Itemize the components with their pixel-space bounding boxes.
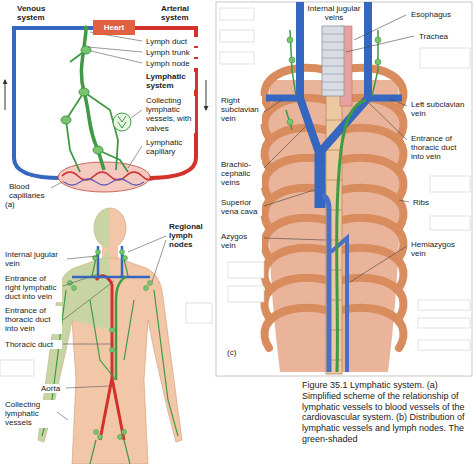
blood-capillaries: [64, 179, 144, 185]
part-label: Internal jugular vein: [4, 250, 66, 268]
flow-arrow: [206, 80, 207, 110]
thorax-view: [216, 2, 472, 376]
part-label: Brachio-cephalic veins: [220, 160, 262, 188]
hemiazygos-vein: [331, 238, 347, 372]
part-label: Entrance of right lymphatic duct into ve…: [4, 274, 62, 302]
leader-line: [57, 236, 166, 420]
circulation-scheme: [5, 26, 206, 193]
lymph-node: [93, 146, 103, 154]
system-label: Venous system: [16, 4, 56, 22]
jugular-vein: [300, 2, 368, 98]
thoracic-duct: [116, 277, 126, 380]
figure-caption: Figure 35.1 Lymphatic system. (a) Simpli…: [302, 380, 470, 445]
part-label: Lymphatic capillary: [145, 138, 193, 156]
part-label: Internal jugular veins: [306, 4, 362, 22]
part-label: Ribs: [412, 198, 432, 207]
trachea-rings: [322, 34, 344, 90]
system-label: Arterial system: [160, 4, 202, 22]
part-label: Entrance of thoracic duct into vein: [410, 134, 470, 162]
veins: [72, 246, 150, 277]
lymph-vessel: [66, 50, 128, 172]
panel-frame: [216, 2, 472, 376]
part-label: Left subclavian vein: [410, 100, 468, 118]
part-label: Azygos vein: [220, 232, 262, 250]
blood-capillaries: [62, 172, 158, 180]
blank-label-box: [220, 8, 470, 350]
part-label: Right subclavian vein: [220, 96, 262, 124]
part-label: Collecting lymphatic vessels: [4, 400, 56, 428]
duct-junction: [84, 26, 89, 31]
flow-arrow: [5, 80, 6, 110]
lymph-vessel: [42, 250, 178, 464]
part-label: Hemiazygos vein: [410, 240, 468, 258]
part-label: Esophagus: [410, 10, 470, 19]
lymph-node: [287, 37, 381, 125]
blank-label-box: [0, 360, 34, 376]
thoracic-duct: [337, 100, 366, 372]
part-label: Entrance of thoracic duct into vein: [4, 306, 62, 334]
part-label: Collecting lymphatic vessels, with valve…: [145, 96, 195, 133]
part-label: Lymph trunk: [145, 48, 203, 57]
azygos-vein: [322, 196, 329, 372]
lymph-node: [79, 88, 89, 96]
valve-detail: [113, 113, 131, 131]
lymph-node-cluster: [68, 250, 153, 440]
part-label: Aorta: [40, 384, 65, 393]
venous-line: [14, 28, 95, 178]
subclavian-vein: [266, 95, 402, 102]
blank-label-box: [186, 303, 212, 323]
body-figure: [0, 208, 212, 464]
part-label: Thoracic duct: [4, 340, 62, 349]
panel-letter: (c): [226, 348, 242, 357]
valve-symbol: [118, 116, 126, 128]
panel-letter: (a): [4, 200, 20, 209]
lymph-vessel: [286, 30, 378, 130]
heart-box: Heart: [93, 20, 135, 35]
node-text: Heart: [104, 23, 124, 32]
part-label: Trachea: [418, 32, 468, 41]
trachea: [322, 26, 344, 96]
system-label: Lymphatic system: [145, 72, 195, 90]
leader-line: [264, 15, 414, 282]
part-label: Lymph node: [145, 59, 203, 68]
leader-line: [51, 32, 142, 188]
group-label: Regional lymph nodes: [168, 222, 210, 250]
part-label: Blood capillaries: [8, 182, 50, 200]
part-label: Lymph duct: [145, 37, 203, 46]
lymph-vessel: [81, 30, 104, 170]
lymph-node: [61, 116, 71, 124]
part-label: Superior vena cava: [220, 198, 262, 216]
